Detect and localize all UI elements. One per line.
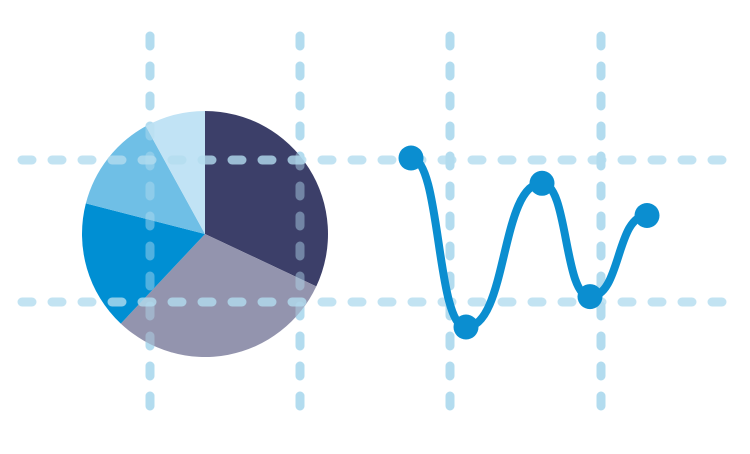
- pie-slice-5: [145, 110, 205, 234]
- pie-slice-1: [205, 111, 328, 287]
- line-series-1: [407, 154, 651, 331]
- line-point-1: [398, 145, 424, 171]
- pie-slice-3: [81, 203, 205, 324]
- pie-chart: [81, 110, 328, 357]
- pie-slice-2: [120, 234, 317, 357]
- grid-lines-front: [17, 31, 729, 429]
- line-point-2: [453, 314, 479, 340]
- line-point-5: [634, 203, 660, 228]
- pie-slice-4: [85, 126, 205, 234]
- line-point-4: [577, 284, 603, 310]
- line-point-3: [529, 170, 555, 196]
- line-chart: [398, 145, 660, 340]
